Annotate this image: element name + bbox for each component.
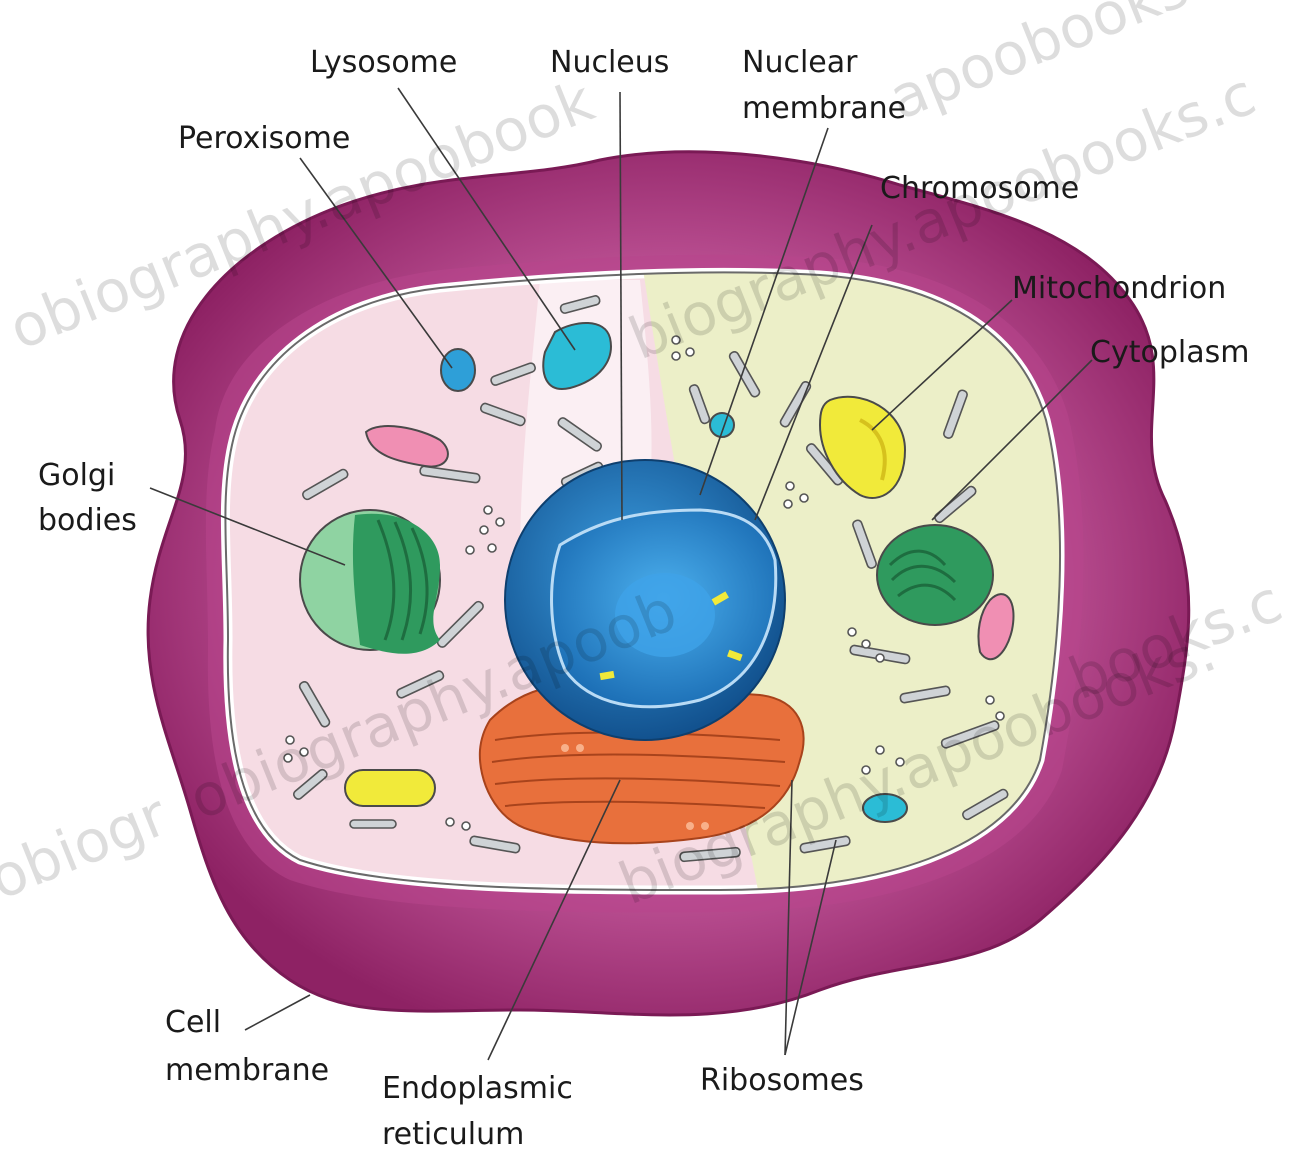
label-nuclear-membrane-line2: membrane xyxy=(742,91,906,126)
label-nucleus: Nucleus xyxy=(550,45,669,80)
watermark-text: obiogr xyxy=(0,781,177,913)
label-lysosome: Lysosome xyxy=(310,45,457,80)
label-cytoplasm: Cytoplasm xyxy=(1090,335,1249,370)
peroxisome-organelle xyxy=(441,349,475,391)
label-golgi-line1: Golgi xyxy=(38,458,115,493)
label-ribosomes: Ribosomes xyxy=(700,1063,864,1098)
label-peroxisome: Peroxisome xyxy=(178,121,350,156)
label-cell-membrane-line2: membrane xyxy=(165,1053,329,1088)
mitochondrion-organelle xyxy=(345,770,435,806)
label-er-line2: reticulum xyxy=(382,1117,524,1152)
label-er-line1: Endoplasmic xyxy=(382,1071,573,1106)
label-mitochondrion: Mitochondrion xyxy=(1012,271,1226,306)
label-chromosome: Chromosome xyxy=(880,171,1079,206)
label-nuclear-membrane-line1: Nuclear xyxy=(742,45,858,80)
green-organelle xyxy=(877,525,993,625)
label-cell-membrane-line1: Cell xyxy=(165,1005,221,1040)
label-golgi-line2: bodies xyxy=(38,503,137,538)
